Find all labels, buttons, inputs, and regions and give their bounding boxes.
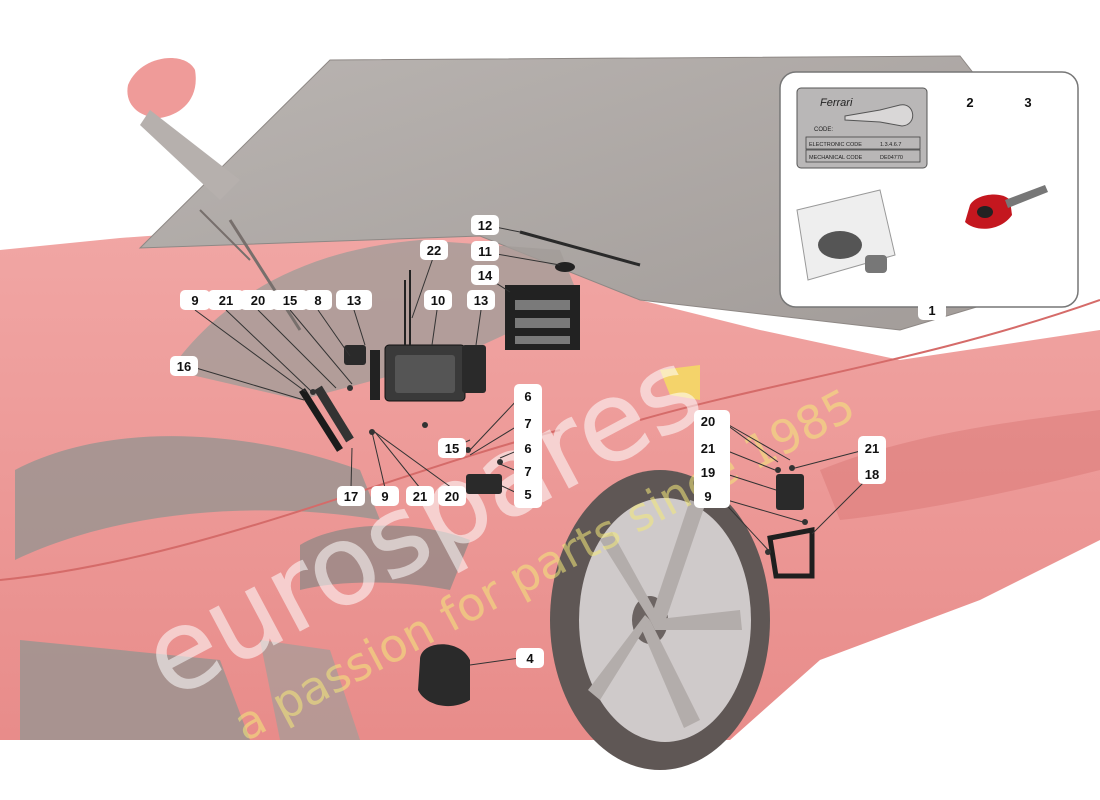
parts	[299, 230, 815, 707]
callout-labels: 9 21 20 15 8 13 22 10 12 11 14 13 16 17 …	[170, 92, 1042, 668]
callout-9: 9	[191, 293, 198, 308]
callout-9-c: 9	[704, 489, 711, 504]
small-module-part	[466, 474, 502, 494]
keyless-module-part	[776, 474, 804, 510]
callout-6: 6	[524, 389, 531, 404]
callout-15: 15	[283, 293, 297, 308]
callout-7-b: 7	[524, 464, 531, 479]
callout-20: 20	[251, 293, 265, 308]
callout-6-b: 6	[524, 441, 531, 456]
callout-1: 1	[928, 303, 935, 318]
callout-9-b: 9	[381, 489, 388, 504]
callout-18: 18	[865, 467, 879, 482]
plate-mechanical-label: MECHANICAL CODE	[809, 155, 863, 161]
antenna-rod-part	[519, 230, 641, 267]
module-bracket-part	[767, 526, 815, 579]
plate-electronic-label: ELECTRONIC CODE	[809, 142, 862, 148]
callout-3: 3	[1024, 95, 1031, 110]
plate-brand: Ferrari	[820, 97, 853, 109]
callout-11: 11	[478, 244, 492, 259]
key-inset: Ferrari CODE: ELECTRONIC CODE 1.3.4.6.7 …	[779, 71, 1079, 308]
callout-17: 17	[344, 489, 358, 504]
callout-12: 12	[478, 218, 492, 233]
callout-14: 14	[478, 268, 493, 283]
callout-20-c: 20	[701, 414, 715, 429]
module-part	[462, 345, 486, 393]
callout-13: 13	[347, 293, 361, 308]
plate-electronic-value: 1.3.4.6.7	[880, 142, 901, 148]
callout-21: 21	[219, 293, 233, 308]
callout-5: 5	[524, 487, 531, 502]
plate-mechanical-value: DE04770	[880, 155, 903, 161]
callout-13-b: 13	[474, 293, 488, 308]
callout-22: 22	[427, 243, 441, 258]
callout-20-b: 20	[445, 489, 459, 504]
callout-21-c: 21	[701, 441, 715, 456]
support-bracket-part	[299, 388, 343, 452]
sensor-part	[344, 345, 366, 365]
plate-code-label: CODE:	[814, 127, 833, 133]
callout-2: 2	[966, 95, 973, 110]
callout-7: 7	[524, 416, 531, 431]
callout-21-b: 21	[413, 489, 427, 504]
wheel	[550, 470, 770, 770]
callout-19: 19	[701, 465, 715, 480]
callout-10: 10	[431, 293, 445, 308]
side-mirror	[127, 58, 240, 200]
speaker-part	[418, 644, 470, 707]
callout-8: 8	[314, 293, 321, 308]
callout-4: 4	[526, 651, 534, 666]
callout-21-d: 21	[865, 441, 879, 456]
callout-16: 16	[177, 359, 191, 374]
callout-15-b: 15	[445, 441, 459, 456]
